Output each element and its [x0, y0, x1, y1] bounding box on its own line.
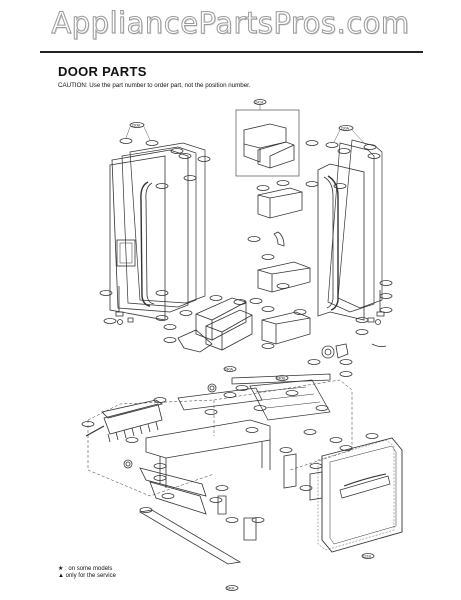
footnote-some-models: ★ : on some models: [58, 566, 113, 572]
left-door-assembly: [99, 122, 211, 325]
freezer-drawer-assembly: [81, 366, 403, 591]
right-door-assembly: [305, 125, 393, 377]
callout-door-right: 230A: [341, 126, 350, 130]
callout-door-left: 230B: [132, 123, 141, 127]
callout-label-a: 240A: [225, 367, 234, 371]
header-divider: [40, 51, 423, 53]
callout-label-b: 240B: [277, 376, 286, 380]
callout-labels: 230B 230A 241A 231B 240A 240B 240F: [132, 100, 372, 590]
callout-cover: 240F: [227, 586, 236, 590]
callout-gasket: 231B: [363, 554, 372, 558]
caution-note: CAUTION: Use the part number to order pa…: [58, 82, 251, 89]
watermark-logo: AppliancePartsPros.com: [51, 6, 410, 41]
door-bins-center: [163, 99, 311, 353]
footnote-service-only: ▲ only for the service: [58, 573, 116, 579]
callout-bin-top: 241A: [255, 100, 264, 104]
page-title: DOOR PARTS: [58, 64, 147, 79]
